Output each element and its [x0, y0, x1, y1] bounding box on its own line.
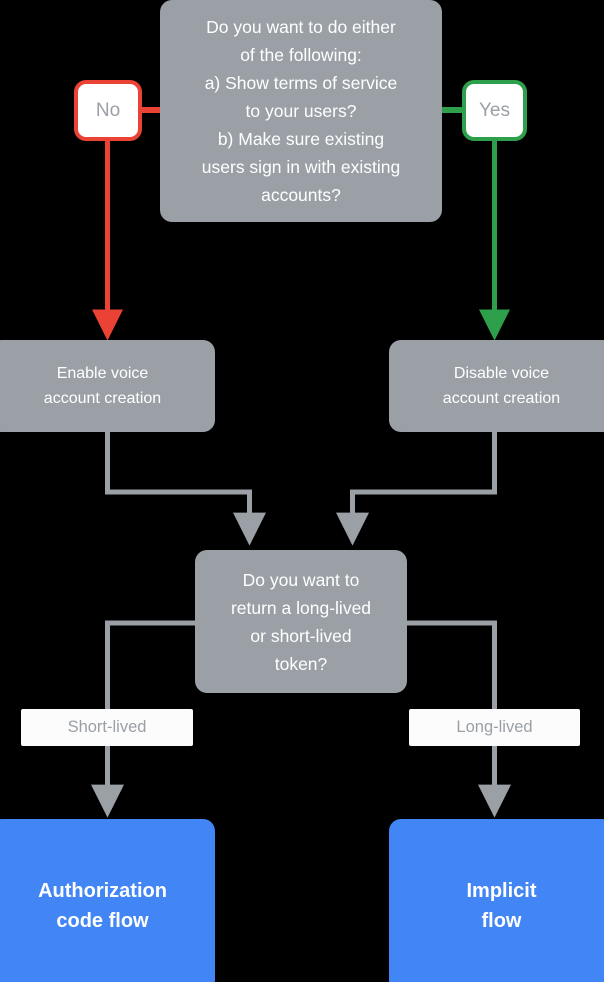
- connector-enable-voice-to-question-two: [105, 432, 266, 546]
- process-node-disable-voice-account-creation-text: Disable voice account creation: [442, 365, 561, 407]
- edge-label-short-lived: Short-lived: [21, 709, 193, 746]
- terminal-node-implicit-flow[interactable]: Implicit flow: [389, 819, 604, 982]
- choice-button-yes-label: Yes: [479, 99, 510, 121]
- decision-node-question-one[interactable]: Do you want to do either of the followin…: [160, 0, 442, 222]
- edge-label-long-lived-text: Long-lived: [456, 718, 533, 736]
- edge-label-long-lived: Long-lived: [409, 709, 580, 746]
- choice-button-no[interactable]: No: [74, 80, 142, 141]
- decision-node-question-two[interactable]: Do you want to return a long-lived or sh…: [195, 550, 407, 693]
- decision-node-question-two-text: Do you want to return a long-lived or sh…: [230, 569, 372, 674]
- edge-label-short-lived-text: Short-lived: [67, 718, 147, 736]
- choice-button-no-label: No: [95, 99, 121, 121]
- connector-disable-voice-to-question-two: [336, 432, 497, 546]
- process-node-enable-voice-account-creation[interactable]: Enable voice account creation: [0, 340, 215, 432]
- terminal-node-authorization-code-flow[interactable]: Authorization code flow: [0, 819, 215, 982]
- terminal-node-implicit-flow-text: Implicit flow: [466, 879, 537, 932]
- process-node-enable-voice-account-creation-text: Enable voice account creation: [43, 365, 162, 407]
- choice-button-yes[interactable]: Yes: [462, 80, 527, 141]
- decision-node-question-one-text: Do you want to do either of the followin…: [201, 17, 401, 205]
- process-node-disable-voice-account-creation[interactable]: Disable voice account creation: [389, 340, 604, 432]
- terminal-node-authorization-code-flow-text: Authorization code flow: [38, 879, 167, 932]
